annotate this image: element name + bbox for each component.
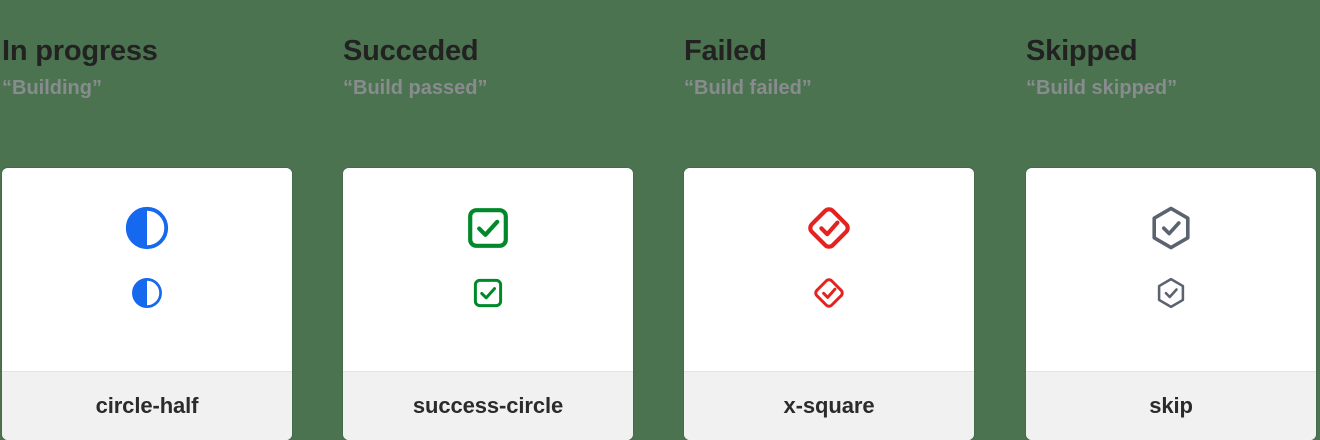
icon-card-skip[interactable]: skip [1026,168,1316,440]
column-header: Skipped “Build skipped” [1026,34,1320,100]
x-square-icon [808,207,850,249]
icon-name-label: success-circle [412,393,564,418]
circle-half-icon-small [132,278,162,308]
x-square-icon-small [814,278,844,308]
icon-preview-area [2,168,292,371]
status-column-failed: Failed “Build failed” x-squ [682,0,1022,440]
skip-icon [1152,206,1190,250]
icon-card-circle-half[interactable]: circle-half [2,168,292,440]
circle-half-icon [125,206,169,250]
icon-card-success-circle[interactable]: success-circle [343,168,633,440]
column-subtitle: “Build failed” [684,77,812,99]
icon-preview-area [684,168,974,371]
icon-preview-area [1026,168,1316,371]
icon-card-footer: skip [1026,371,1316,440]
column-subtitle: “Building” [2,77,102,99]
column-subtitle: “Build passed” [343,77,488,99]
icon-name-label: skip [1149,393,1193,418]
column-subtitle: “Build skipped” [1026,77,1178,99]
column-header: Failed “Build failed” [684,34,1014,100]
icon-card-footer: success-circle [343,371,633,440]
icon-card-footer: circle-half [2,371,292,440]
column-header: Succeded “Build passed” [343,34,673,100]
status-column-in-progress: In progress “Building” circle-half [0,0,340,440]
icon-preview-area [343,168,633,371]
column-title: Skipped [1026,35,1138,67]
column-title: In progress [2,35,158,67]
status-column-skipped: Skipped “Build skipped” skip [1024,0,1320,440]
column-header: In progress “Building” [2,34,332,100]
column-title: Succeded [343,35,479,67]
icon-card-x-square[interactable]: x-square [684,168,974,440]
success-circle-icon [468,208,508,248]
column-title: Failed [684,35,767,67]
skip-icon-small [1157,277,1185,309]
icon-name-label: circle-half [95,393,199,418]
icon-card-footer: x-square [684,371,974,440]
icon-name-label: x-square [783,393,875,418]
status-column-succeded: Succeded “Build passed” success-circle [341,0,681,440]
success-circle-icon-small [473,278,503,308]
